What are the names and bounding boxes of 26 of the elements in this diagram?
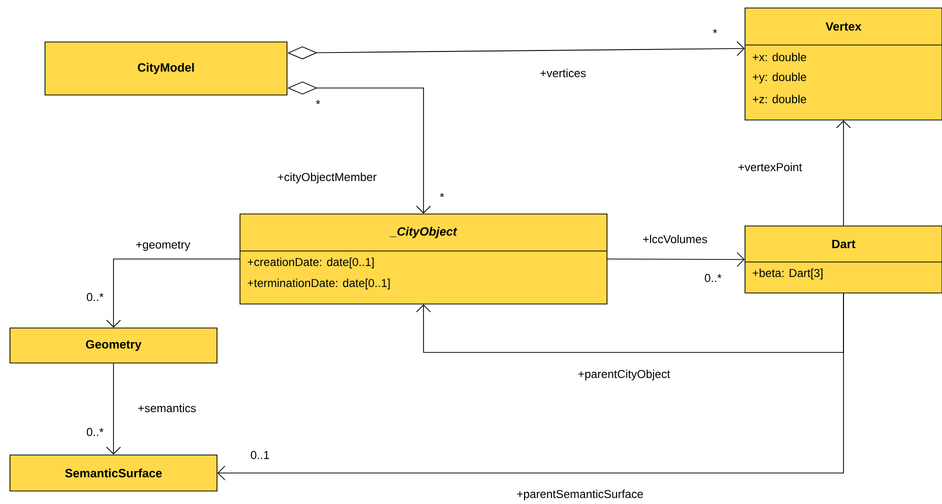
class-box: _CityObject +creationDate: date[0..1] +terminationDate: date[0..1] — [240, 214, 608, 304]
class-box: SemanticSurface — [10, 454, 218, 492]
multiplicity-label: 0..* — [86, 428, 104, 436]
multiplicity-label: * — [440, 193, 444, 198]
association-arrow — [217, 293, 844, 480]
multiplicity-label: 0..1 — [250, 450, 270, 460]
role-label: +parentCityObject — [576, 368, 672, 382]
multiplicity-label: 0..* — [86, 292, 104, 302]
role-label: +parentSemanticSurface — [516, 488, 644, 502]
class-box: Geometry — [10, 328, 218, 364]
role-label: +lccVolumes — [642, 234, 708, 244]
multiplicity-label: * — [316, 100, 320, 104]
multiplicity-label: * — [712, 29, 718, 34]
association-arrow — [836, 120, 851, 226]
class-box: CityModel — [44, 42, 288, 96]
role-label: +geometry — [134, 240, 192, 252]
class-box: Vertex +x: double +y: double +z: double — [744, 8, 942, 120]
association-arrow — [607, 252, 745, 267]
role-label: +cityObjectMember — [276, 172, 378, 184]
association-arrow — [106, 363, 121, 455]
association-arrow — [106, 258, 240, 328]
multiplicity-label: 0..* — [704, 274, 722, 282]
role-label: +vertices — [538, 68, 588, 78]
role-label: +vertexPoint — [736, 162, 804, 172]
role-label: +semantics — [136, 402, 198, 414]
class-box: Dart +beta: Dart[3] — [744, 226, 942, 294]
